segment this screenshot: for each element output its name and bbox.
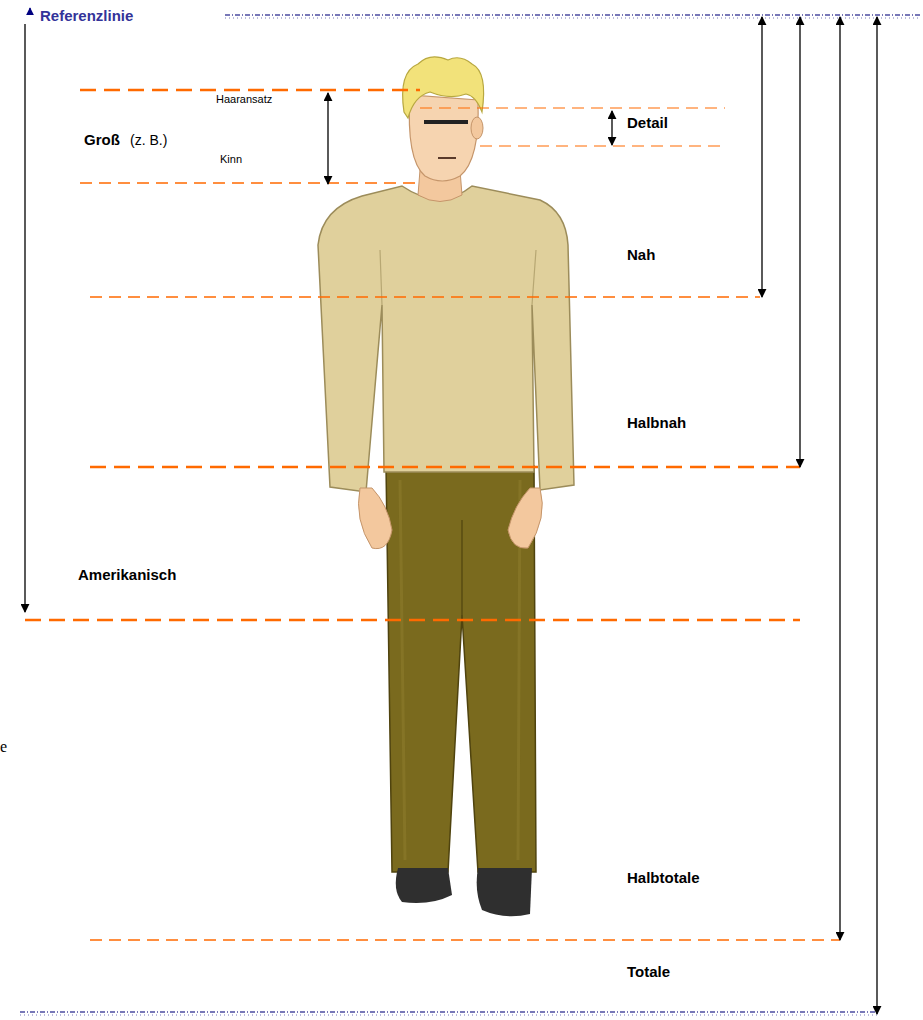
range-arrow	[25, 8, 877, 1014]
shot-size-label: Totale	[627, 964, 670, 981]
shot-size-label: Halbnah	[627, 415, 686, 432]
hairline-label: Haaransatz	[216, 93, 272, 105]
shot-size-label: Amerikanisch	[78, 567, 176, 584]
shot-size-label: Detail	[627, 115, 668, 132]
level-line	[25, 90, 840, 940]
example-note: (z. B.)	[130, 133, 167, 148]
reference-line-label: Referenzlinie	[40, 8, 133, 25]
person-figure	[318, 57, 574, 916]
reference-line	[20, 15, 920, 1015]
shot-size-label: Nah	[627, 247, 655, 264]
chin-label: Kinn	[220, 153, 242, 165]
text-fragment: e	[0, 738, 7, 756]
shot-size-label: Halbtotale	[627, 870, 700, 887]
shot-size-label: Groß	[84, 132, 120, 149]
